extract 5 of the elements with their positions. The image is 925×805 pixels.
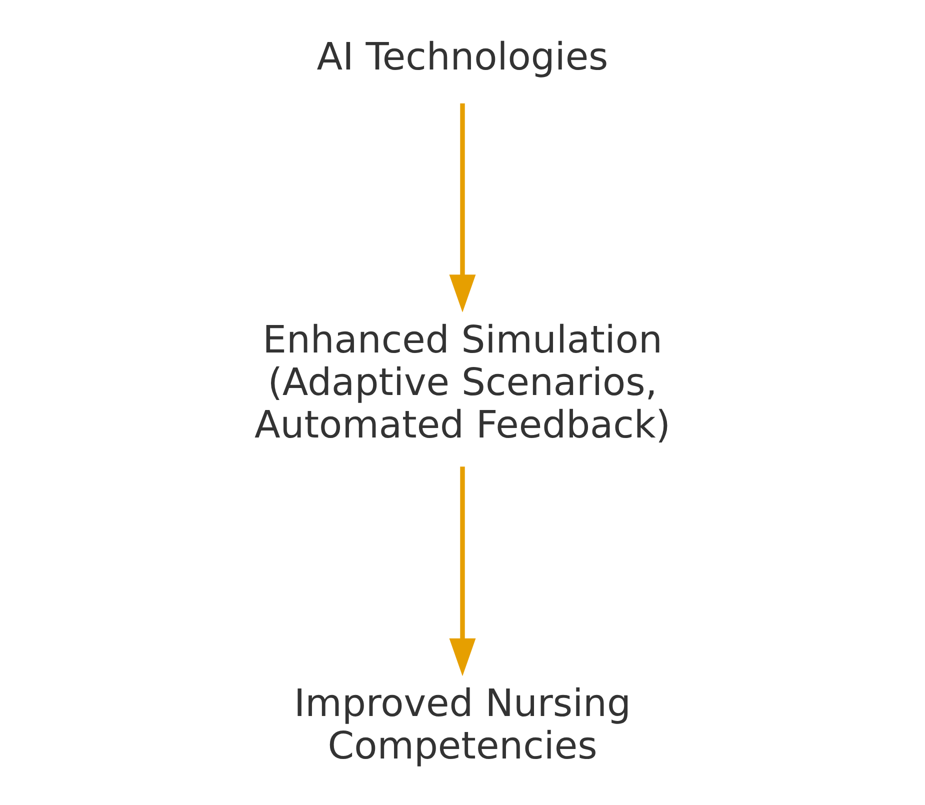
node-text: AI Technologies — [316, 34, 608, 78]
node-text: Enhanced Simulation (Adaptive Scenarios, Automated Feedback) — [254, 317, 671, 446]
arrow — [449, 103, 476, 312]
arrow — [449, 466, 476, 676]
node-text: Improved Nursing Competencies — [294, 680, 631, 768]
